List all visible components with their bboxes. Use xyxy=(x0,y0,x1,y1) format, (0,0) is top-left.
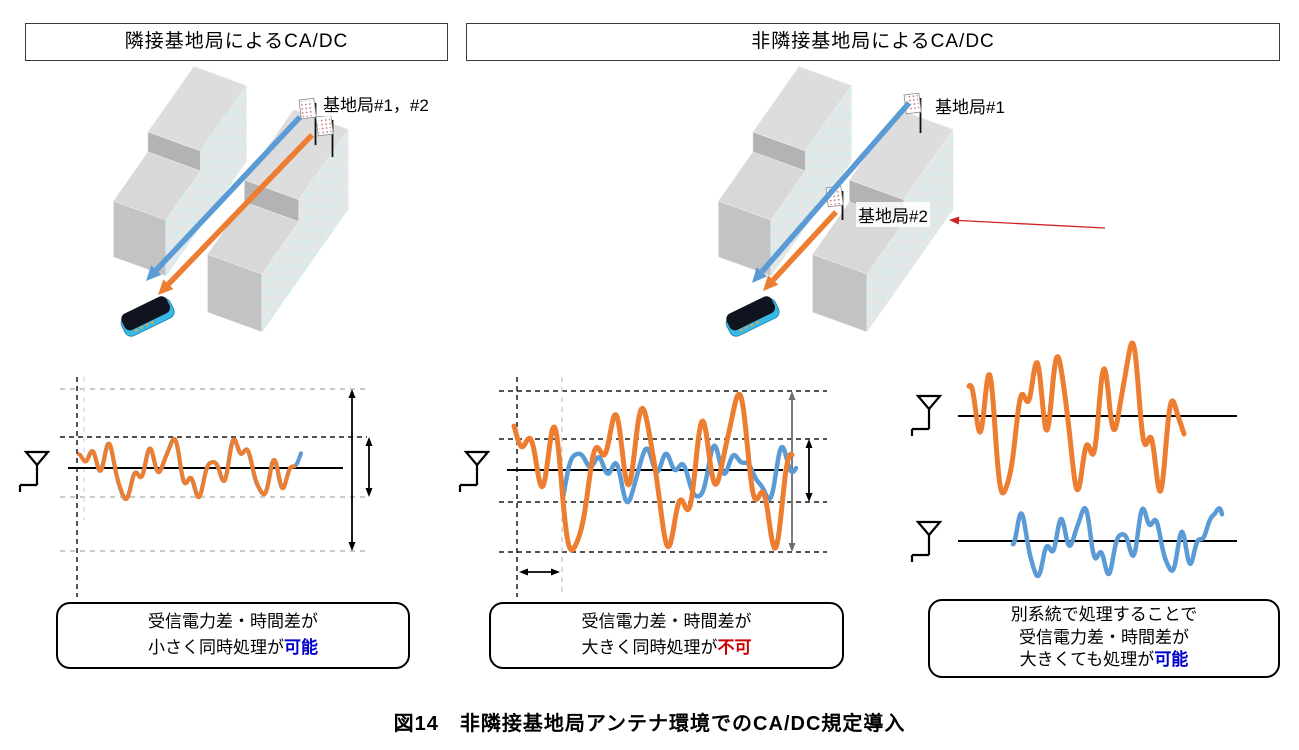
panel-elements xyxy=(905,94,920,113)
arrow-head xyxy=(158,279,174,295)
arrow-shaft xyxy=(154,115,303,272)
panel-elements xyxy=(300,99,315,118)
arrow-shaft xyxy=(759,101,912,274)
antenna-icon xyxy=(458,450,491,492)
phone-button xyxy=(739,328,743,332)
measure-arrow-head xyxy=(805,439,813,448)
power-range-arrow-small-middle xyxy=(805,439,813,502)
building xyxy=(113,66,247,277)
conclusion-box-left: 受信電力差・時間差が 小さく同時処理が可能 xyxy=(56,602,410,669)
antenna-icon xyxy=(910,520,943,562)
building xyxy=(207,109,349,333)
measure-arrow-head xyxy=(788,391,796,400)
bs2-label-right-scene: 基地局#2 xyxy=(856,202,930,227)
signal-arrow-orange-right xyxy=(763,210,839,291)
building-windows xyxy=(867,129,954,332)
signal-arrow-blue-left xyxy=(146,115,303,281)
arrow-head xyxy=(752,267,768,283)
antenna-head xyxy=(463,450,491,467)
power-range-arrow-small-left xyxy=(365,437,373,497)
bs-label-left-scene: 基地局#1，#2 xyxy=(321,91,431,116)
measure-arrow-head xyxy=(551,568,560,576)
smartphones-layer xyxy=(120,296,780,337)
conclusion-right-line3: 大きくても処理が可能 xyxy=(930,649,1278,672)
panel-elements xyxy=(317,116,332,135)
figure-caption: 図14 非隣接基地局アンテナ環境でのCA/DC規定導入 xyxy=(393,713,906,735)
signal-arrow-orange-left xyxy=(158,133,314,295)
signal-arrow-blue-right xyxy=(752,101,912,283)
arrow-head xyxy=(146,265,162,281)
building xyxy=(812,109,954,333)
antenna-head xyxy=(915,394,943,411)
measure-arrow-head xyxy=(348,542,356,551)
conclusion-box-right: 別系統で処理することで 受信電力差・時間差が 大きくても処理が可能 xyxy=(928,599,1280,678)
measure-arrow-head xyxy=(348,389,356,398)
conclusion-right-line3-text: 大きくても処理が xyxy=(1019,650,1155,669)
antenna-head xyxy=(915,520,943,537)
phone-button xyxy=(756,321,759,324)
phone-button xyxy=(151,321,154,324)
waveform-right-orange xyxy=(966,340,1187,496)
measure-arrow-head xyxy=(788,543,796,552)
phone-button xyxy=(750,323,754,327)
measure-arrow-head xyxy=(519,568,528,576)
waveform-right-blue xyxy=(1010,505,1225,579)
building xyxy=(718,66,852,277)
left-panel-title: 隣接基地局によるCA/DC xyxy=(25,23,448,61)
conclusion-left-line2-emphasis: 可能 xyxy=(284,638,318,657)
phone-screen xyxy=(121,296,171,331)
building-windows xyxy=(166,85,247,276)
arrow-head xyxy=(763,275,779,291)
smartphone-icon xyxy=(120,296,175,337)
antenna-icon xyxy=(18,450,51,492)
measure-arrow-head xyxy=(805,493,813,502)
conclusion-middle-line2-text: 大きく同時処理が xyxy=(581,638,718,657)
time-difference-arrow xyxy=(519,568,560,576)
conclusion-box-middle: 受信電力差・時間差が 大きく同時処理が不可 xyxy=(489,602,844,669)
phone-button xyxy=(145,323,149,327)
conclusion-left-line2-text: 小さく同時処理が xyxy=(148,638,284,657)
panel-antenna-icon xyxy=(903,92,922,133)
antenna-icon xyxy=(910,394,943,436)
arrow-shaft xyxy=(166,133,314,287)
buildings-layer xyxy=(113,66,954,333)
right-panel-title: 非隣接基地局によるCA/DC xyxy=(466,23,1280,61)
phone-button xyxy=(134,328,138,332)
smartphone-icon xyxy=(725,296,780,337)
building-windows xyxy=(262,129,349,332)
conclusion-right-line3-emphasis: 可能 xyxy=(1154,650,1189,669)
pointer-arrow-red xyxy=(949,216,1106,229)
building-windows xyxy=(771,85,852,276)
conclusion-middle-line2: 大きく同時処理が不可 xyxy=(491,635,842,661)
measure-arrow-head xyxy=(365,437,373,446)
phone-screen xyxy=(726,296,776,331)
measure-arrow-head xyxy=(365,488,373,497)
bs1-label-right-scene: 基地局#1 xyxy=(933,93,1007,118)
arrow-shaft xyxy=(771,210,839,282)
arrow-head xyxy=(949,216,960,225)
panel-antenna-icon xyxy=(315,114,334,157)
waveform-mid-orange xyxy=(511,391,795,553)
conclusion-left-line2: 小さく同時処理が可能 xyxy=(58,635,408,661)
signal-arrows-layer xyxy=(146,101,1106,295)
conclusion-left-line1: 受信電力差・時間差が xyxy=(148,612,318,631)
panel-antenna-icon xyxy=(298,97,317,145)
conclusion-right-line2: 受信電力差・時間差が xyxy=(1019,627,1189,647)
phone-button xyxy=(745,326,748,329)
conclusion-right-line1: 別系統で処理することで xyxy=(1010,605,1198,624)
arrow-shaft xyxy=(958,219,1106,229)
waveform-mid-blue xyxy=(560,443,799,505)
antenna-head xyxy=(23,450,51,467)
conclusion-middle-line2-emphasis: 不可 xyxy=(717,638,752,657)
waveform-panels-layer xyxy=(18,340,1237,597)
conclusion-middle-line1: 受信電力差・時間差が xyxy=(581,612,752,631)
power-range-arrow-large-left xyxy=(348,389,356,551)
phone-button xyxy=(140,326,143,329)
waveform-left-orange xyxy=(77,436,296,501)
